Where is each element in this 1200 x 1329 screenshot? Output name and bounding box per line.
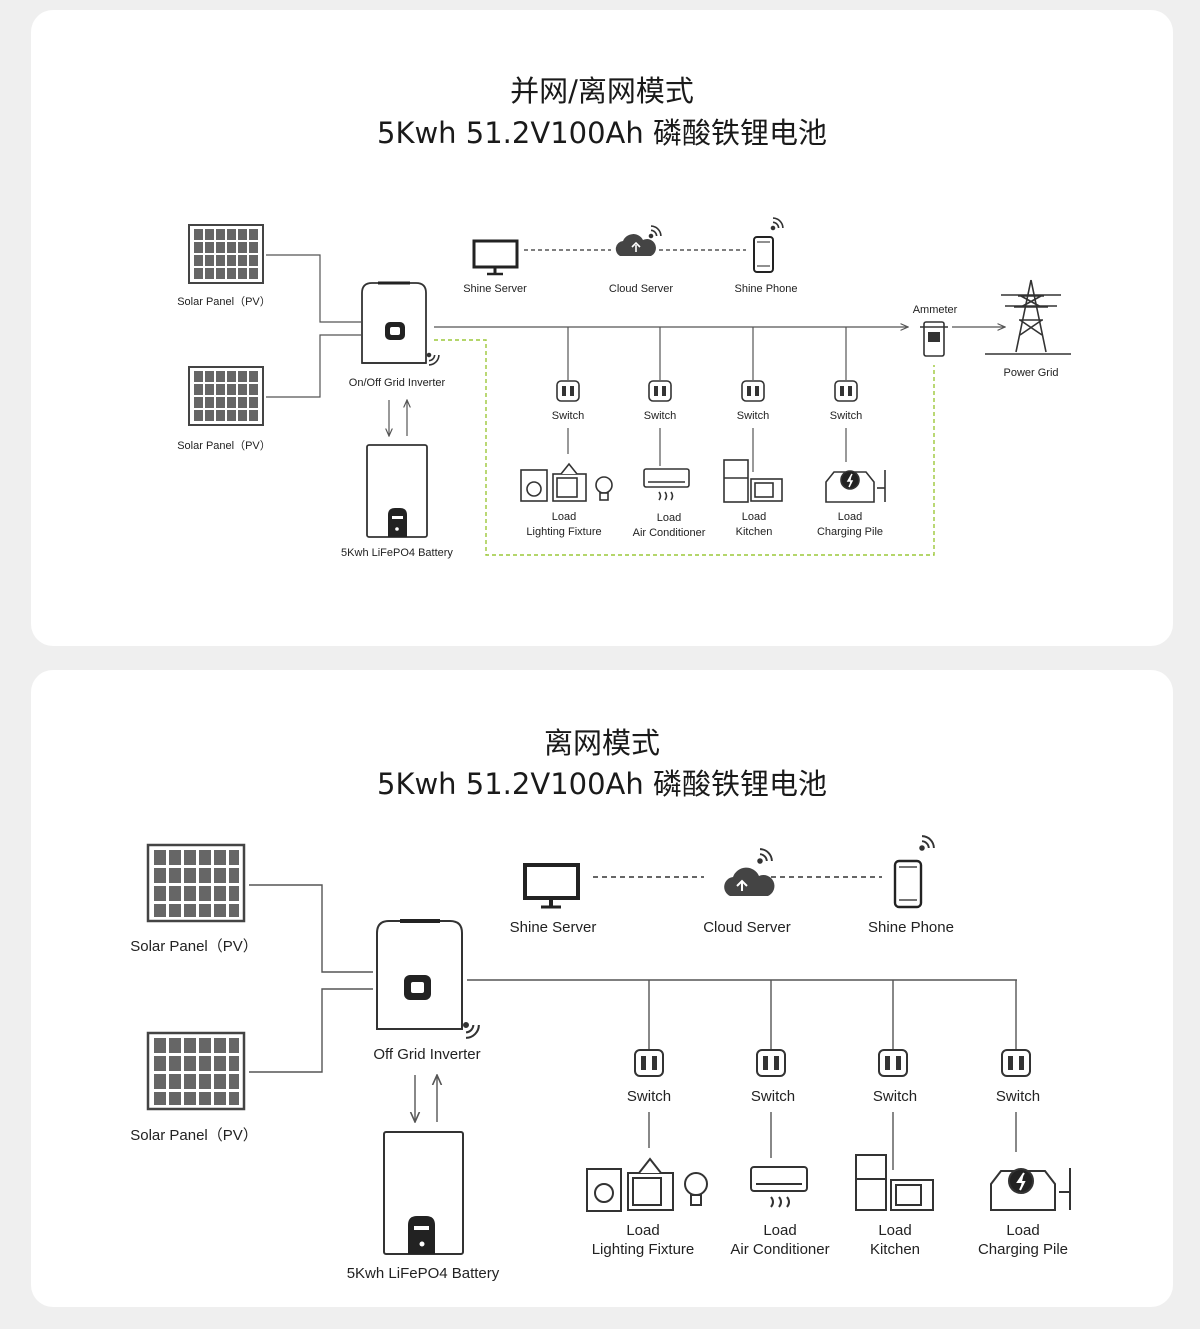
kitchen-icon [723, 459, 783, 503]
switch-icon [741, 380, 765, 402]
grid-offgrid-mode-card: 并网/离网模式 5Kwh 51.2V100Ah 磷酸铁锂电池 [31, 10, 1173, 646]
charging-pile-icon [990, 1168, 1071, 1211]
monitor-icon [523, 863, 580, 909]
switch-3-label: Switch [737, 410, 769, 422]
diagram1-svg: Solar Panel（PV） Solar Panel（PV） On/Off G… [177, 215, 1071, 559]
phone-icon [753, 236, 774, 273]
cloud-server-label: Cloud Server [609, 283, 674, 295]
solar-panel-icon [188, 224, 264, 284]
switch-1-label: Switch [627, 1088, 671, 1105]
inverter-label: Off Grid Inverter [373, 1046, 480, 1063]
load-1-label: Load [626, 1222, 659, 1239]
battery-label: 5Kwh LiFePO4 Battery [347, 1265, 500, 1282]
diagram2-svg: Solar Panel（PV） Solar Panel（PV） Off Grid… [130, 832, 1071, 1282]
diagram1-subtitle: 5Kwh 51.2V100Ah 磷酸铁锂电池 [377, 116, 827, 150]
shine-phone-label: Shine Phone [735, 283, 798, 295]
switch-icon [756, 1049, 786, 1077]
switch-icon [878, 1049, 908, 1077]
switch-3-label: Switch [873, 1088, 917, 1105]
load-2-type: Air Conditioner [633, 527, 706, 539]
load-3-type: Kitchen [736, 526, 773, 538]
ammeter-icon [920, 321, 948, 357]
load-4-label: Load [838, 511, 862, 523]
solar-panel-1-label: Solar Panel（PV） [130, 938, 258, 955]
monitor-icon [472, 239, 519, 276]
switch-icon [648, 380, 672, 402]
cloud-server-label: Cloud Server [703, 919, 791, 936]
load-3-label: Load [742, 511, 766, 523]
backup-dashed-path [434, 339, 935, 556]
solar-panel-2-label: Solar Panel（PV） [177, 439, 271, 452]
battery-icon [366, 444, 428, 538]
switch-2-label: Switch [751, 1088, 795, 1105]
phone-icon [893, 859, 923, 909]
switch-1-label: Switch [552, 410, 584, 422]
switch-icon [556, 380, 580, 402]
load-3-type: Kitchen [870, 1241, 920, 1258]
kitchen-icon [855, 1154, 934, 1211]
switch-icon [634, 1049, 664, 1077]
shine-server-label: Shine Server [463, 283, 527, 295]
cloud-icon [724, 867, 775, 896]
load-2-label: Load [657, 512, 681, 524]
diagram2-title: 离网模式 [543, 726, 660, 760]
load-1-type: Lighting Fixture [526, 526, 601, 538]
diagram2-subtitle: 5Kwh 51.2V100Ah 磷酸铁锂电池 [377, 767, 827, 801]
load-1-label: Load [552, 511, 576, 523]
load-4-label: Load [1006, 1222, 1039, 1239]
power-grid-label: Power Grid [1003, 367, 1058, 379]
load-4-type: Charging Pile [817, 526, 883, 538]
switch-4-label: Switch [996, 1088, 1040, 1105]
battery-icon [383, 1131, 464, 1255]
switch-2-label: Switch [644, 410, 676, 422]
inverter-icon [376, 919, 463, 1030]
inverter-icon [361, 281, 427, 364]
switch-4-label: Switch [830, 410, 862, 422]
diagram1-title: 并网/离网模式 [510, 74, 694, 108]
load-3-label: Load [878, 1222, 911, 1239]
charging-pile-icon [825, 470, 886, 503]
air-conditioner-icon [643, 468, 690, 501]
lighting-fixture-icon [586, 1157, 708, 1212]
switch-icon [834, 380, 858, 402]
offgrid-mode-card: 离网模式 5Kwh 51.2V100Ah 磷酸铁锂电池 S [31, 670, 1173, 1307]
solar-panel-icon [188, 366, 264, 426]
shine-server-label: Shine Server [510, 919, 597, 936]
solar-panel-2-label: Solar Panel（PV） [130, 1127, 258, 1144]
battery-label: 5Kwh LiFePO4 Battery [341, 547, 453, 559]
switch-icon [1001, 1049, 1031, 1077]
wifi-icon [913, 832, 938, 857]
load-1-type: Lighting Fixture [592, 1241, 695, 1258]
shine-phone-label: Shine Phone [868, 919, 954, 936]
inverter-label: On/Off Grid Inverter [349, 377, 446, 389]
solar-panel-icon [146, 843, 246, 923]
ammeter-label: Ammeter [913, 304, 958, 316]
power-tower-icon [985, 279, 1071, 355]
air-conditioner-icon [750, 1166, 808, 1208]
wifi-icon [766, 215, 786, 235]
wifi-icon [751, 845, 776, 870]
load-4-type: Charging Pile [978, 1241, 1068, 1258]
load-2-label: Load [763, 1222, 796, 1239]
lighting-fixture-icon [520, 462, 613, 502]
cloud-icon [615, 234, 656, 256]
solar-panel-1-label: Solar Panel（PV） [177, 295, 271, 308]
solar-panel-icon [146, 1031, 246, 1111]
load-2-type: Air Conditioner [730, 1241, 829, 1258]
